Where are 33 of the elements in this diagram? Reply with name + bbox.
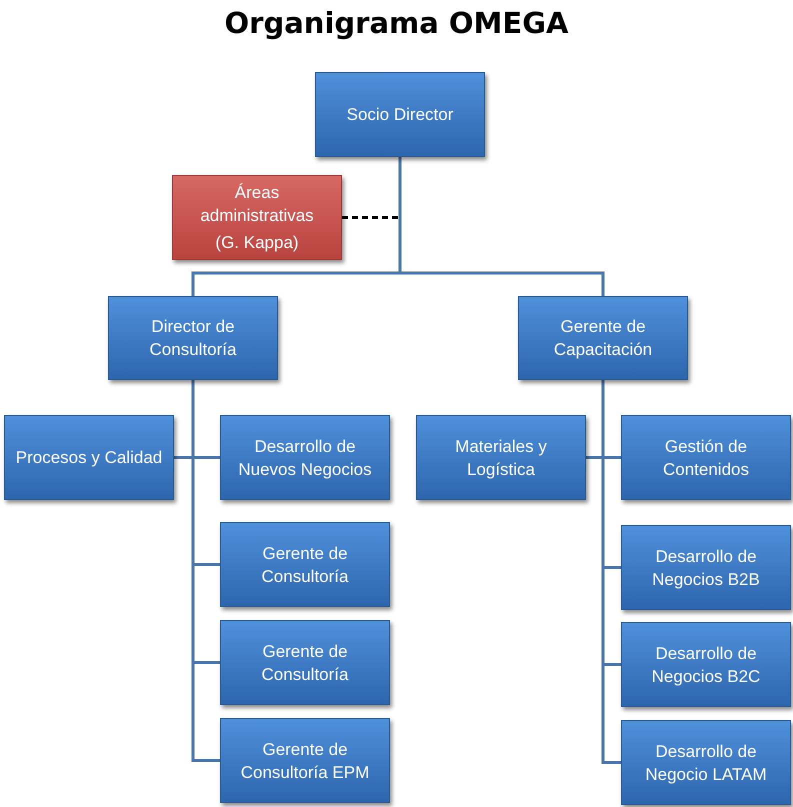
role-box [416,415,586,500]
role-label: Procesos y Calidad [16,447,162,469]
role-box [220,415,390,500]
role-label: Gerente de Consultoría [260,640,350,686]
role-box [220,620,390,705]
connector-line [398,157,604,296]
diagram-title: Organigrama OMEGA [224,5,570,42]
role-box [621,622,791,707]
role-label: Desarrollo de Negocios B2C [650,642,762,688]
role-label: Áreas administrativas [199,182,315,227]
role-label: Socio Director [346,104,454,126]
role-box [315,72,485,157]
role-label: Gerente de Consultoría EPM [240,738,370,784]
admin-box [172,175,342,260]
role-box [621,415,791,500]
role-box [108,296,278,380]
role-label: Materiales y Logística [454,436,548,480]
role-label: Director de Consultoría [148,316,238,361]
role-label: Gerente de Consultoría [260,542,350,588]
role-box [220,718,390,803]
role-label: Desarrollo de Negocios B2B [651,546,761,590]
role-box [4,415,174,500]
role-label: Gerente de Capacitación [552,316,654,361]
role-label: Desarrollo de Nuevos Negocios [237,436,373,480]
role-label: (G. Kappa) [215,232,299,254]
connector-line [192,380,220,762]
role-box [621,525,791,610]
role-label: Gestión de Contenidos [662,436,750,480]
role-box [621,720,791,805]
role-box [518,296,688,380]
role-box [220,522,390,607]
connector-line [602,380,621,764]
role-label: Desarrollo de Negocio LATAM [644,740,768,786]
